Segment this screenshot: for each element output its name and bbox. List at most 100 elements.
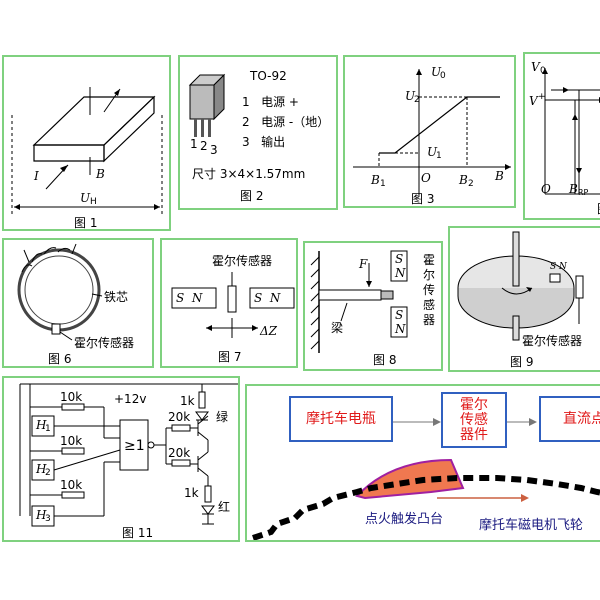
v0-label: V (531, 60, 540, 74)
hall-sensor-box: 霍尔 传感 器件 (441, 392, 507, 448)
displacement-label: ΔZ (260, 324, 278, 338)
dc-ignition-box: 直流点 (539, 396, 600, 442)
figure-6-caption: 图 6 (48, 352, 72, 366)
pin-2-label: 2 (200, 139, 208, 153)
figure-8-panel: F 梁 S N S N 霍 尔 传 感 器 图 8 (303, 241, 443, 371)
left-magnet-poles: S N (176, 291, 203, 305)
figure-3-panel: U 0 U 2 U 1 B 1 O B 2 B 图 3 (343, 55, 516, 208)
top-magnet-n: N (395, 266, 406, 280)
pin-1-label: 1 (190, 137, 198, 151)
sensor-h3-label: H (36, 508, 47, 522)
sensor-char-1: 霍 (423, 253, 436, 267)
figure-7-panel: 霍尔传感器 S N S N ΔZ 图 7 (160, 238, 298, 368)
b2-label: B (459, 173, 468, 187)
hall-sensor-line-1: 霍尔 (460, 396, 488, 413)
b2-subscript: 2 (468, 179, 474, 189)
figure-2-panel: 1 2 3 TO-92 1 电源 + 2 电源 -（地） 3 输出 尺寸 3×4… (178, 55, 338, 210)
figure-4-panel: V 0 V + O B RP 图 (523, 52, 600, 220)
package-size: 尺寸 3×4×1.57mm (192, 167, 306, 181)
bottom-magnet-n: N (395, 322, 406, 336)
sensor-label: 霍尔传感器 (212, 254, 273, 268)
figure-4-caption-partial: 图 (597, 200, 600, 217)
trigger-cam-label: 点火触发凸台 (365, 512, 444, 527)
sensor-label: 霍尔传感器 (522, 334, 583, 348)
resistor-2-label: 10k (60, 434, 83, 448)
hall-switch-curve (542, 68, 600, 195)
ignition-diagram-drawing (252, 418, 600, 540)
sensor-h2-subscript: 2 (45, 468, 51, 478)
or-gate-circuit (19, 383, 238, 527)
sensor-char-3: 传 (423, 283, 436, 297)
pin-2-function: 2 电源 -（地） (242, 115, 330, 129)
supply-voltage-label: +12v (114, 392, 147, 406)
origin-label: O (541, 182, 551, 196)
pin-3-label: 3 (210, 143, 218, 157)
hall-plate-drawing (11, 87, 163, 217)
cantilever-drawing (310, 250, 408, 353)
sensor-label-vertical: 霍 尔 传 感 器 (423, 253, 437, 328)
figure-7-caption: 图 7 (218, 350, 242, 364)
sensor-h2-label: H (36, 462, 47, 476)
current-label: I (34, 169, 39, 183)
figure-9-panel: S N 霍尔传感器 图 9 (448, 226, 600, 372)
figure-8-caption: 图 8 (373, 353, 397, 367)
bottom-magnet-s: S (395, 308, 404, 322)
sensor-h1-subscript: 1 (45, 424, 51, 434)
sensor-char-4: 感 (423, 298, 436, 312)
ignition-diagram-panel: 摩托车电瓶 霍尔 传感 器件 直流点 点火触发凸台 摩托车磁电机飞轮 (245, 384, 600, 542)
pin-1-function: 1 电源 + (242, 95, 299, 109)
to92-package-drawing (188, 73, 226, 137)
red-led-label: 红 (218, 500, 231, 514)
figure-9-caption: 图 9 (510, 355, 534, 369)
dual-magnet-drawing (171, 272, 295, 338)
brp-label: B (569, 182, 578, 196)
figure-1-caption: 图 1 (74, 216, 98, 230)
pin-3-function: 3 输出 (242, 135, 286, 149)
figure-3-caption: 图 3 (411, 192, 435, 206)
u1-label: U (427, 145, 438, 159)
sensor-h3-subscript: 3 (45, 514, 51, 524)
hall-sensor-line-2: 传感 (460, 411, 488, 428)
figure-2-caption: 图 2 (240, 189, 264, 203)
v0-subscript: 0 (540, 66, 546, 76)
resistor-top-label: 1k (180, 394, 195, 408)
magnet-label: S N (550, 262, 567, 272)
origin-label: O (421, 171, 431, 185)
toroid-core-drawing (17, 243, 103, 341)
u2-label: U (405, 89, 416, 103)
resistor-bottom-label: 1k (184, 486, 199, 500)
figure-11-caption: 图 11 (122, 526, 154, 540)
flywheel-label: 摩托车磁电机飞轮 (479, 518, 584, 533)
or-gate-label: ≥1 (124, 438, 145, 454)
x-axis-label: B (495, 169, 504, 183)
y-axis-label: U (431, 65, 442, 79)
sensor-char-5: 器 (423, 313, 436, 327)
u2-subscript: 2 (414, 95, 420, 105)
resistor-q2-label: 20k (168, 446, 191, 460)
sensor-label: 霍尔传感器 (74, 336, 135, 350)
hall-sensor-line-3: 器件 (460, 426, 488, 443)
field-label: B (96, 167, 105, 181)
resistor-q1-label: 20k (168, 410, 191, 424)
figure-11-panel: 10k 10k 10k H 1 H 2 H 3 +12v ≥1 1k 1k 20… (2, 376, 240, 542)
figure-1-panel: I B U H 图 1 (2, 55, 171, 231)
sensor-h1-label: H (36, 418, 47, 432)
right-magnet-poles: S N (254, 291, 281, 305)
brp-subscript: RP (578, 188, 589, 197)
top-magnet-s: S (395, 252, 404, 266)
y-axis-subscript: 0 (440, 71, 446, 81)
rotating-disk-drawing (457, 231, 584, 341)
sensor-char-2: 尔 (423, 268, 436, 282)
hall-transfer-curve (353, 69, 511, 195)
b1-label: B (371, 173, 380, 187)
package-name: TO-92 (250, 69, 287, 83)
resistor-3-label: 10k (60, 478, 83, 492)
resistor-1-label: 10k (60, 390, 83, 404)
battery-box: 摩托车电瓶 (289, 396, 393, 442)
v-plus-subscript: + (538, 92, 546, 102)
force-label: F (359, 257, 368, 271)
b1-subscript: 1 (380, 179, 386, 189)
hall-voltage-label: U (80, 191, 91, 205)
hall-voltage-subscript: H (90, 197, 97, 207)
green-led-label: 绿 (216, 410, 229, 424)
